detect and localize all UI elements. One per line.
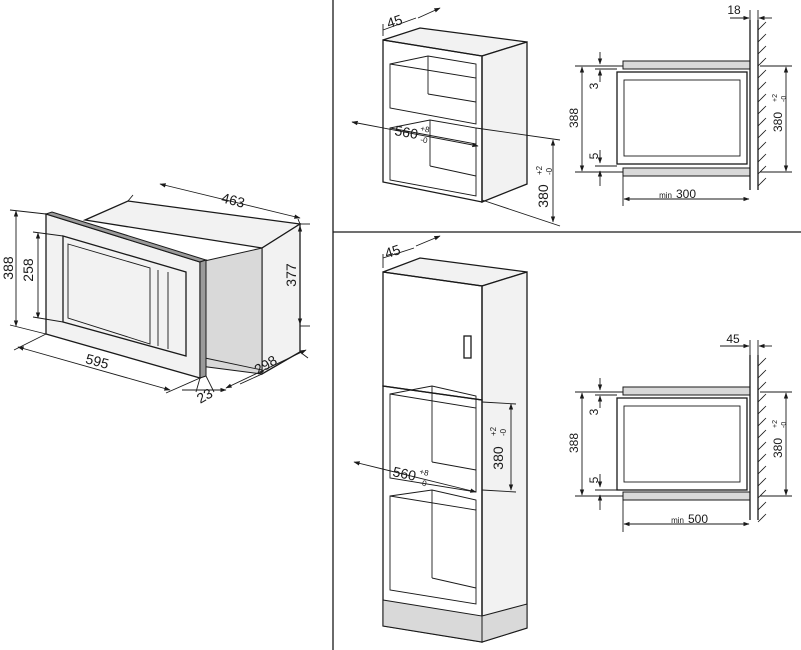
- microwave-product-view: [44, 200, 302, 379]
- product-outer-height-label: 388: [0, 256, 16, 280]
- tall-section-dimensions: 45 388 3 5 380 +2 -0 min 500: [567, 332, 792, 532]
- tall-section-view: [616, 355, 767, 523]
- tall-cabinet-top-depth-label: 45: [383, 241, 403, 261]
- wall-cabinet-top-depth-label: 45: [385, 11, 405, 31]
- tall-section-niche-height-value: 380: [771, 438, 785, 458]
- tall-niche-width-tol-lower: -0: [419, 478, 428, 488]
- tall-cabinet-dimensions: 45 560 +8 -0 380 +2 -0: [353, 235, 517, 493]
- wall-section-min-prefix: min: [659, 191, 672, 200]
- tall-niche-width-tol-upper: +8: [419, 467, 430, 478]
- tall-niche-height-tol-lower: -0: [499, 428, 508, 436]
- wall-niche-height-tol-upper: +2: [535, 165, 544, 175]
- product-front-width-label: 595: [84, 350, 111, 372]
- tall-section-niche-height-tol-upper: +2: [772, 420, 779, 428]
- wall-section-min-depth-label: 300: [676, 187, 696, 201]
- product-body-height-label: 377: [283, 263, 299, 287]
- wall-section-overall-height-label: 388: [567, 108, 581, 128]
- product-depth-label: 463: [220, 190, 247, 211]
- wall-section-niche-height-value: 380: [771, 112, 785, 132]
- tall-section-min-depth-label: 500: [688, 512, 708, 526]
- tall-section-overall-height-label: 388: [567, 433, 581, 453]
- tall-niche-height-value: 380: [490, 446, 506, 470]
- wall-niche-width-tol-lower: -0: [420, 135, 429, 145]
- wall-cabinet-niche: [382, 27, 528, 203]
- wall-section-dimensions: 18 388 3 5 380 +2 -0 min 300: [567, 3, 792, 206]
- product-window-height-label: 258: [20, 258, 36, 282]
- tall-section-gap-top-label: 3: [587, 408, 601, 415]
- wall-niche-width-value: 560: [393, 122, 419, 142]
- wall-section-gap-bottom-label: 5: [587, 152, 601, 159]
- wall-cabinet-dimensions: 45 560 +8 -0 380 +2 -0: [351, 7, 561, 227]
- wall-section-niche-height-tol-lower: -0: [781, 96, 788, 102]
- tall-niche-width-value: 560: [391, 463, 417, 484]
- tall-section-gap-bottom-label: 5: [587, 476, 601, 483]
- tall-section-niche-height-tol-lower: -0: [781, 422, 788, 428]
- product-frame-depth-label: 23: [194, 385, 216, 407]
- wall-niche-height-value: 380: [535, 184, 551, 208]
- wall-section-view: [616, 20, 767, 190]
- tall-cabinet-niche: [382, 257, 528, 643]
- wall-panel-thickness-label: 18: [727, 3, 741, 17]
- wall-section-niche-height-tol-upper: +2: [772, 94, 779, 102]
- tall-niche-height-tol-upper: +2: [489, 426, 498, 436]
- tall-section-min-prefix: min: [671, 516, 684, 525]
- wall-section-gap-top-label: 3: [587, 82, 601, 89]
- wall-niche-width-tol-upper: +8: [420, 124, 431, 135]
- tall-panel-thickness-label: 45: [726, 332, 740, 346]
- wall-niche-height-tol-lower: -0: [545, 167, 554, 175]
